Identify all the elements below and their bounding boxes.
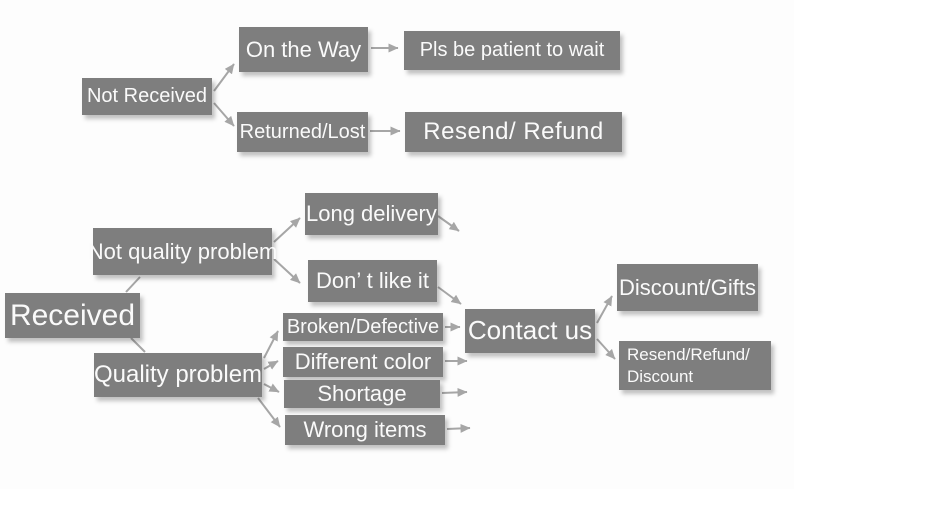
line-received-quality-problem (130, 337, 146, 353)
node-not-quality-problem: Not quality problem (88, 228, 277, 275)
node-contact-us: Contact us (465, 309, 595, 353)
line-received-not-quality-problem (125, 276, 141, 293)
node-not-received: Not Received (82, 78, 212, 115)
node-quality-problem: Quality problem (94, 353, 262, 397)
edge-dont-like-it-contact-us (437, 286, 462, 305)
node-dont-like-it: Don’ t like it (308, 260, 437, 302)
edge-long-delivery-contact-us (437, 215, 460, 232)
node-shortage: Shortage (284, 380, 440, 408)
edge-not-received-returned-lost (213, 102, 235, 127)
node-pls-be-patient-to-wait: Pls be patient to wait (404, 31, 620, 70)
edge-qp-different-color (263, 360, 279, 370)
edge-contact-us-discount-gifts (596, 295, 613, 324)
edge-qp-shortage (263, 383, 280, 393)
edge-shortage-contact-us (441, 387, 468, 397)
node-received: Received (5, 293, 140, 338)
edge-qp-broken-defective (263, 330, 279, 359)
node-returned-lost: Returned/Lost (237, 112, 368, 152)
node-wrong-items: Wrong items (285, 415, 445, 445)
node-resend-refund-discount: Resend/Refund/ Discount (619, 341, 771, 390)
edge-wrong-items-contact-us (446, 423, 471, 433)
edge-qp-wrong-items (257, 397, 281, 428)
edge-contact-us-resend-refund-discount (596, 338, 616, 360)
node-discount-gifts: Discount/Gifts (617, 264, 758, 311)
edge-not-received-on-the-way (213, 63, 235, 92)
node-different-color: Different color (283, 347, 443, 377)
node-resend-refund: Resend/ Refund (405, 112, 622, 152)
node-long-delivery: Long delivery (305, 193, 438, 235)
node-on-the-way: On the Way (239, 27, 368, 72)
node-broken-defective: Broken/Defective (283, 313, 443, 341)
edge-nqp-long-delivery (273, 217, 301, 243)
edge-nqp-dont-like-it (273, 258, 301, 284)
